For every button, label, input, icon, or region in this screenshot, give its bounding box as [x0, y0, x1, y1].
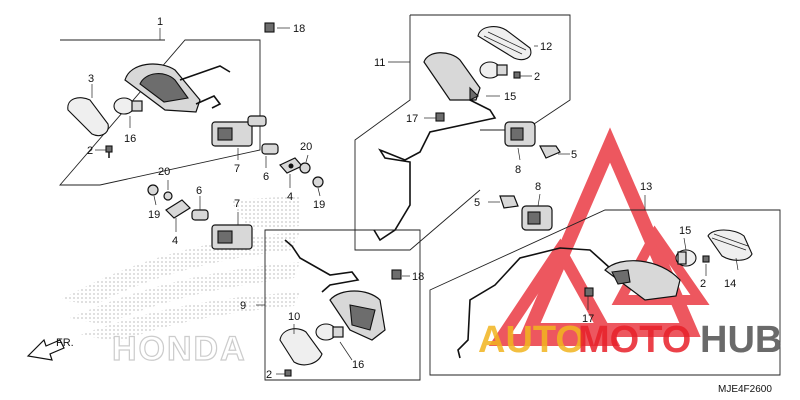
- bulb-6-lower: [191, 209, 209, 221]
- callout-1: 1: [157, 16, 163, 28]
- front-direction-label: FR.: [56, 337, 74, 349]
- callout-17b: 17: [582, 313, 594, 325]
- socket-8-lower: [521, 205, 553, 231]
- rear-right-lens: [707, 229, 753, 261]
- callout-13: 13: [640, 181, 652, 193]
- screw-2d: [702, 255, 710, 263]
- callout-17a: 17: [406, 113, 418, 125]
- rear-right-bulb: [675, 249, 697, 267]
- callout-7a: 7: [234, 163, 240, 175]
- clip-5-lower: [499, 195, 519, 209]
- callout-10: 10: [288, 311, 300, 323]
- screw-2c: [284, 369, 292, 377]
- callout-15b: 15: [679, 225, 691, 237]
- callout-6b: 6: [196, 185, 202, 197]
- callout-8a: 8: [515, 164, 521, 176]
- screw-17b: [584, 287, 594, 297]
- socket-8-upper: [504, 121, 536, 147]
- callout-8b: 8: [535, 181, 541, 193]
- frame-rear-left: [264, 229, 421, 381]
- watermark-logo: [488, 127, 710, 346]
- watermark-text-hub: HUB: [700, 319, 782, 361]
- nut-19-lower: [147, 184, 159, 196]
- callout-labels: 1 2 3 16 18 7 6 4 20 19 20 6 19 7 4 11 1…: [87, 16, 736, 381]
- socket-7-lower: [211, 224, 253, 250]
- front-left-lens: [67, 97, 109, 137]
- nut-20-upper: [299, 162, 311, 174]
- callout-5a: 5: [571, 149, 577, 161]
- frame-front-left: [59, 39, 261, 186]
- nut-20-lower: [163, 191, 173, 201]
- grommet-4-lower: [165, 199, 191, 219]
- callout-18b: 18: [412, 271, 424, 283]
- callout-6a: 6: [263, 171, 269, 183]
- watermark-text-moto: MOTO: [578, 319, 691, 361]
- callout-19b: 19: [148, 209, 160, 221]
- screw-18a: [264, 22, 275, 33]
- grommet-4-upper: [279, 157, 303, 174]
- rear-right-signal-housing: [604, 260, 681, 301]
- callout-20a: 20: [300, 141, 312, 153]
- callout-16a: 16: [124, 133, 136, 145]
- rear-left-lens: [279, 328, 323, 366]
- callout-9: 9: [240, 300, 246, 312]
- rear-left-signal-housing: [329, 290, 386, 341]
- leader-lines: [91, 27, 739, 375]
- screw-18b: [391, 269, 402, 280]
- front-right-bulb: [479, 61, 508, 79]
- callout-14: 14: [724, 278, 736, 290]
- front-right-signal-housing: [423, 52, 481, 101]
- honda-wing-logo: [60, 196, 300, 342]
- callout-15a: 15: [504, 91, 516, 103]
- honda-brand-text: HONDA: [112, 330, 247, 368]
- rear-left-harness: [284, 239, 360, 293]
- callout-12: 12: [540, 41, 552, 53]
- callout-2c: 2: [266, 369, 272, 381]
- frame-rear-right: [429, 209, 781, 376]
- bulb-6-upper: [261, 143, 279, 155]
- watermark-text: AUTO MOTO HUB: [478, 319, 782, 361]
- callout-16b: 16: [352, 359, 364, 371]
- nut-19-upper: [312, 176, 324, 188]
- callout-4b: 4: [172, 235, 178, 247]
- screw-17a: [435, 112, 445, 122]
- screw-2a: [105, 145, 113, 158]
- callout-5b: 5: [474, 197, 480, 209]
- front-left-bulb: [113, 97, 143, 115]
- diagram-code: MJE4F2600: [718, 384, 772, 395]
- callout-19a: 19: [313, 199, 325, 211]
- socket-7-upper: [211, 115, 267, 147]
- rear-left-bulb: [315, 323, 344, 341]
- callout-2b: 2: [534, 71, 540, 83]
- callout-20b: 20: [158, 166, 170, 178]
- callout-18a: 18: [293, 23, 305, 35]
- clip-5-upper: [539, 145, 561, 159]
- front-left-signal-housing: [124, 63, 231, 113]
- callout-4a: 4: [287, 191, 293, 203]
- callout-2d: 2: [700, 278, 706, 290]
- front-right-lens: [477, 26, 532, 61]
- callout-3: 3: [88, 73, 94, 85]
- screw-2b: [513, 71, 521, 79]
- rear-right-harness: [457, 247, 611, 359]
- watermark-text-auto: AUTO: [478, 319, 585, 361]
- front-right-harness: [373, 99, 497, 242]
- callout-2a: 2: [87, 145, 93, 157]
- callout-7b: 7: [234, 198, 240, 210]
- front-direction-arrow-icon: [26, 338, 65, 361]
- callout-11: 11: [374, 57, 385, 69]
